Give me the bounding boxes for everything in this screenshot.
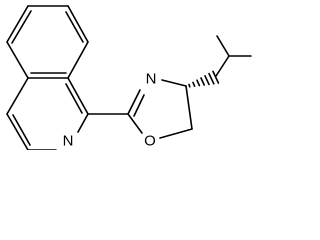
isopropyl-group (215, 35, 252, 77)
bond (127, 113, 143, 134)
bond (185, 85, 193, 130)
bond (6, 5, 29, 43)
molecule-drawing: N N O (6, 5, 252, 150)
bond (161, 79, 187, 87)
atom-label-n-oxazoline: N (146, 71, 157, 88)
bond (133, 94, 145, 117)
atom-label-o-oxazoline: O (144, 133, 156, 150)
bond (159, 128, 193, 139)
bond (11, 10, 32, 44)
bond (6, 41, 29, 79)
bond (67, 5, 89, 43)
atom-label-n-isoquinoline: N (63, 133, 74, 150)
structure-canvas: N N O (6, 5, 252, 150)
bond (65, 11, 84, 43)
bond (6, 77, 29, 115)
bond (6, 113, 29, 150)
bond (215, 55, 230, 77)
bond (127, 89, 141, 115)
bond (67, 41, 89, 79)
isoquinoline-ring (6, 5, 89, 150)
bond (12, 114, 31, 146)
bond (65, 83, 83, 114)
stereo-hash-bond (188, 70, 220, 88)
oxazoline-ring (127, 79, 193, 139)
bond (67, 77, 89, 115)
bond (77, 113, 89, 133)
bond (216, 35, 230, 57)
